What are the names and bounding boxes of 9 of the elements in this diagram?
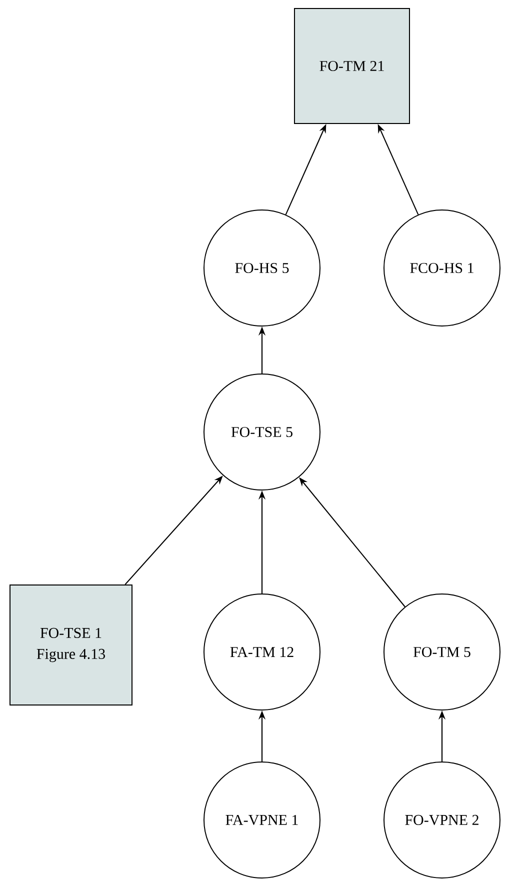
circle-node: FO-VPNE 2 — [384, 762, 500, 878]
circle-node: FO-TSE 5 — [204, 374, 320, 490]
circle-node: FCO-HS 1 — [384, 210, 500, 326]
box-node: FO-TSE 1 Figure 4.13 — [10, 584, 132, 706]
circle-node: FO-HS 5 — [204, 210, 320, 326]
circle-node: FO-TM 5 — [384, 594, 500, 710]
circle-node: FA-VPNE 1 — [204, 762, 320, 878]
circle-node: FA-TM 12 — [204, 594, 320, 710]
box-node: FO-TM 21 — [294, 8, 410, 124]
